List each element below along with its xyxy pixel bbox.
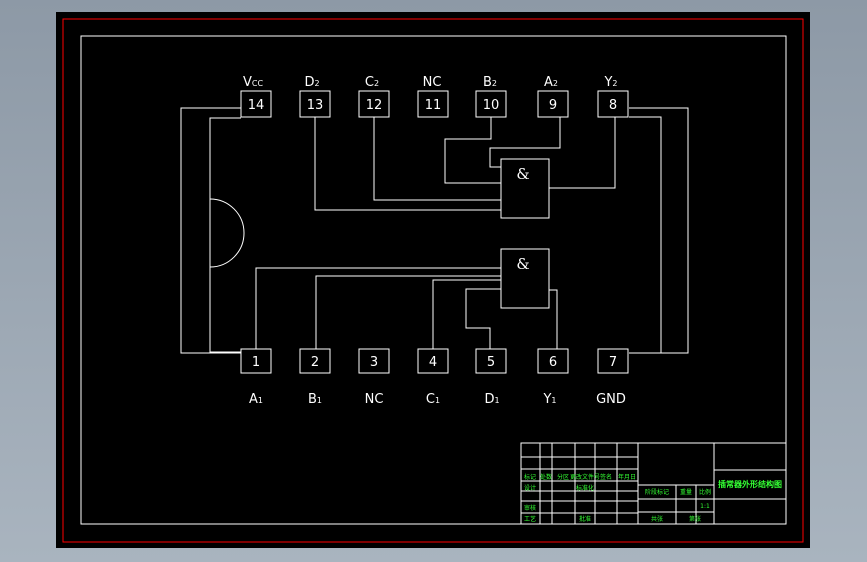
svg-text:6: 6 <box>549 355 557 370</box>
cell-stage-mark: 阶段标记 <box>645 488 669 496</box>
pin-6: 6 Y1 <box>537 348 569 407</box>
cell-scale: 比例 <box>699 488 711 496</box>
pin-label: C2 <box>365 75 379 90</box>
lower-gate-wiring <box>255 267 558 352</box>
bottom-pin-row: 1 A1 2 B1 3 NC 4 C1 5 D1 6 Y1 <box>240 348 629 407</box>
outer-red-border <box>62 18 804 543</box>
cell-count: 处数 <box>540 473 552 481</box>
upper-and-gate <box>500 158 550 219</box>
pin-label: A1 <box>249 392 263 407</box>
pin-1: 1 A1 <box>240 348 272 407</box>
cell-standard: 标准化 <box>576 484 594 492</box>
svg-text:12: 12 <box>366 98 383 113</box>
cell-process: 工艺 <box>524 515 536 523</box>
svg-text:5: 5 <box>487 355 495 370</box>
pin-label: NC <box>365 392 384 407</box>
pin-label: B2 <box>483 75 497 90</box>
pin-label: NC <box>423 75 442 90</box>
pin-7: 7 GND <box>596 348 629 407</box>
svg-text:1: 1 <box>252 355 260 370</box>
pin-2: 2 B1 <box>299 348 331 407</box>
pin-label: Y1 <box>542 392 556 407</box>
lower-and-gate <box>500 248 550 309</box>
pin-13: 13 D2 <box>299 75 331 118</box>
svg-text:8: 8 <box>609 98 617 113</box>
svg-text:9: 9 <box>549 98 557 113</box>
title-block: 标记 处数 分区 更改文件号 签名 年月日 设计 标准化 阶段标记 重量 比例 … <box>520 442 787 525</box>
cell-weight: 重量 <box>680 488 692 496</box>
pin-label: GND <box>596 392 626 407</box>
cell-zone: 分区 <box>557 473 569 481</box>
svg-text:13: 13 <box>307 98 324 113</box>
chip-notch <box>209 198 245 268</box>
cell-sheet-no: 第张 <box>689 515 701 523</box>
pin-12: 12 C2 <box>358 75 390 118</box>
chip-outline <box>180 107 689 354</box>
cell-sheets-total: 共张 <box>651 515 663 523</box>
cell-approve: 批准 <box>579 515 591 523</box>
pin-8: 8 Y2 <box>597 75 629 118</box>
cell-review: 审核 <box>524 504 536 512</box>
top-pin-row: 14 VCC 13 D2 12 C2 11 NC 10 B2 9 A2 <box>240 75 629 118</box>
inner-frame <box>80 35 787 525</box>
pin-label: VCC <box>243 75 263 90</box>
upper-gate-symbol: & <box>516 165 529 183</box>
lower-gate-symbol: & <box>516 255 529 273</box>
upper-gate-wiring <box>314 117 616 211</box>
cell-date: 年月日 <box>618 473 636 481</box>
pin-5: 5 D1 <box>475 348 507 407</box>
svg-text:14: 14 <box>248 98 265 113</box>
cell-mark: 标记 <box>524 473 536 481</box>
svg-text:11: 11 <box>425 98 442 113</box>
cell-scale-value: 1:1 <box>700 503 710 510</box>
cell-signature: 签名 <box>600 473 612 481</box>
pin-label: D1 <box>484 392 499 407</box>
pin-9: 9 A2 <box>537 75 569 118</box>
pin-4: 4 C1 <box>417 348 449 407</box>
pin-label: A2 <box>544 75 558 90</box>
pin-label: Y2 <box>603 75 617 90</box>
pin-14: 14 VCC <box>240 75 272 118</box>
pin-label: D2 <box>304 75 319 90</box>
drawing-title: 插常器外形结构图 <box>718 479 782 489</box>
cell-change-doc: 更改文件号 <box>570 473 600 481</box>
cell-design: 设计 <box>524 484 536 492</box>
pin-3: 3 NC <box>358 348 390 407</box>
svg-text:7: 7 <box>609 355 617 370</box>
svg-text:2: 2 <box>311 355 319 370</box>
svg-text:4: 4 <box>429 355 437 370</box>
pin-label: B1 <box>308 392 322 407</box>
pin-label: C1 <box>426 392 440 407</box>
svg-text:10: 10 <box>483 98 500 113</box>
pin-11: 11 NC <box>417 75 449 118</box>
svg-text:3: 3 <box>370 355 378 370</box>
pin-10: 10 B2 <box>475 75 507 118</box>
